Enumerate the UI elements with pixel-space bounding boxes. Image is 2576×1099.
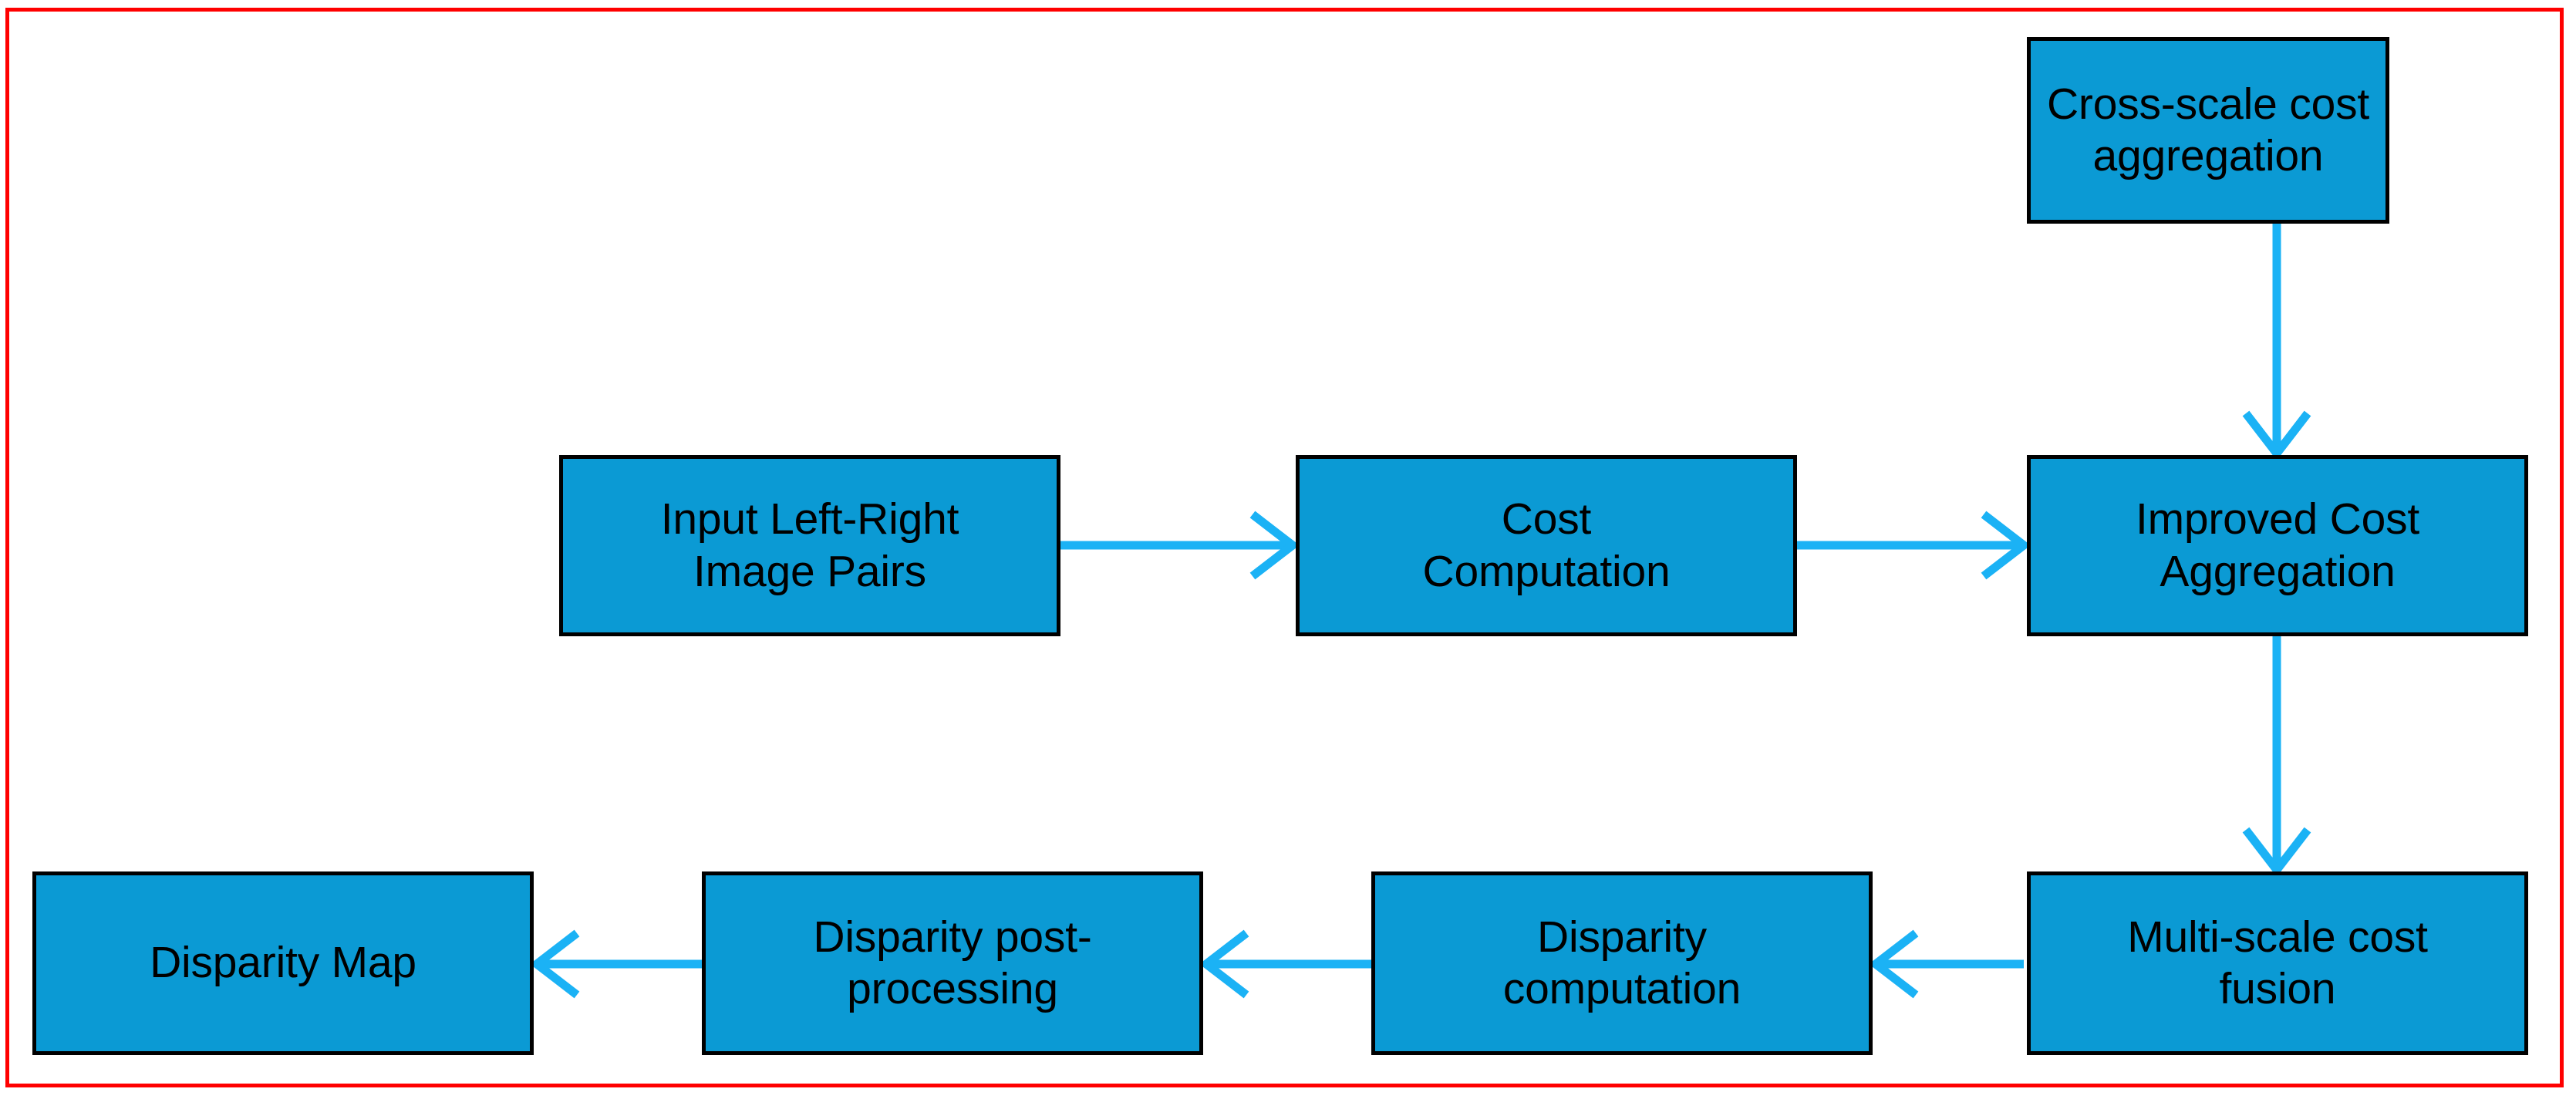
node-improved-cost-aggregation[interactable]: Improved Cost Aggregation	[2027, 455, 2528, 636]
node-disparity-computation[interactable]: Disparity computation	[1371, 871, 1873, 1055]
arrow-post-processing-to-disparity-map	[529, 929, 702, 999]
arrow-multiscale-fusion-to-disparity-computation	[1868, 929, 2024, 999]
arrow-cross-scale-to-improved-aggregation	[2242, 224, 2311, 461]
arrow-improved-aggregation-to-multiscale-fusion	[2242, 636, 2311, 878]
node-cost-computation[interactable]: Cost Computation	[1296, 455, 1797, 636]
node-input-left-right-image-pairs[interactable]: Input Left-Right Image Pairs	[559, 455, 1060, 636]
arrow-input-to-cost-computation	[1060, 511, 1300, 580]
node-multi-scale-cost-fusion[interactable]: Multi-scale cost fusion	[2027, 871, 2528, 1055]
arrow-disparity-computation-to-post-processing	[1199, 929, 1371, 999]
node-disparity-post-processing[interactable]: Disparity post- processing	[702, 871, 1203, 1055]
node-cross-scale-cost-aggregation[interactable]: Cross-scale cost aggregation	[2027, 37, 2389, 224]
node-disparity-map[interactable]: Disparity Map	[32, 871, 534, 1055]
arrow-cost-computation-to-improved-aggregation	[1797, 511, 2031, 580]
